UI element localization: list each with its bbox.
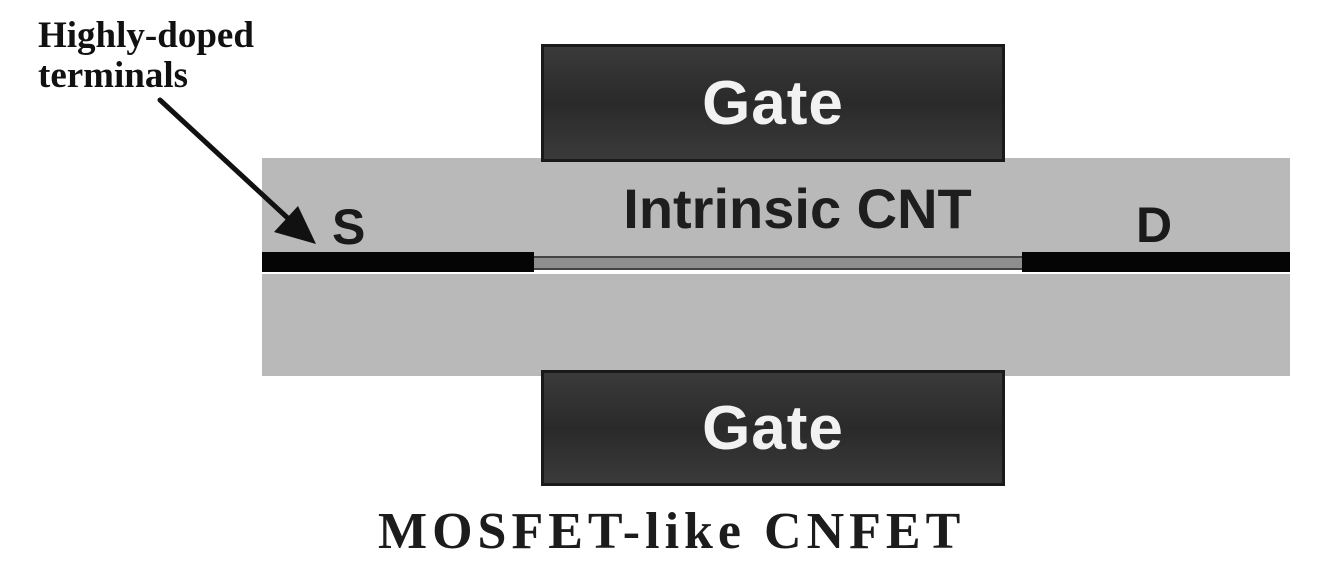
top-gate-label: Gate	[702, 68, 844, 138]
intrinsic-cnt-channel	[534, 256, 1022, 270]
annotation-line-1: Highly-doped	[38, 15, 254, 56]
top-oxide-layer	[262, 158, 1290, 256]
drain-doped-terminal	[1022, 252, 1290, 272]
source-label: S	[332, 199, 366, 255]
bottom-gate: Gate	[541, 370, 1005, 486]
source-doped-terminal	[262, 252, 534, 272]
arrow-shaft	[157, 97, 295, 225]
figure-caption: MOSFET-like CNFET	[378, 503, 966, 560]
top-gate: Gate	[541, 44, 1005, 162]
annotation-line-2: terminals	[38, 55, 189, 96]
bottom-oxide-layer	[262, 274, 1290, 376]
drain-label: D	[1136, 197, 1173, 253]
arrow-head	[274, 206, 316, 244]
channel-label: Intrinsic CNT	[623, 177, 972, 240]
bottom-gate-label: Gate	[702, 393, 844, 463]
doped-terminals-annotation: Highly-doped terminals	[38, 16, 254, 96]
